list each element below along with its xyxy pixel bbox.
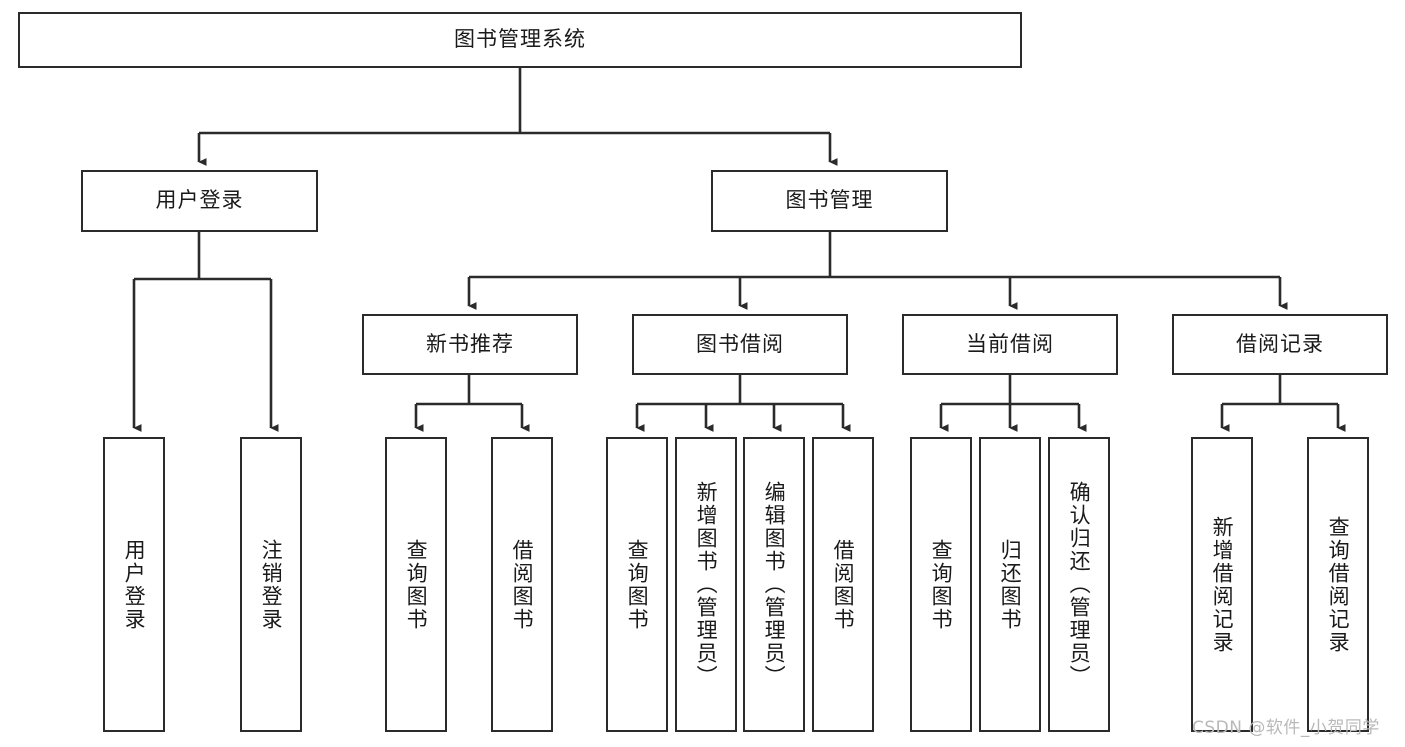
leaf-book-borrow-edit-label: 编辑图书（管理员） [762, 481, 787, 688]
node-new-book-recommend[interactable]: 新书推荐 [362, 314, 578, 375]
node-book-borrow-label: 图书借阅 [696, 331, 784, 356]
leaf-book-borrow-borrow[interactable]: 借阅图书 [812, 437, 874, 732]
leaf-borrow-record-add-label: 新增借阅记录 [1210, 515, 1235, 654]
leaf-current-borrow-return-label: 归还图书 [998, 538, 1023, 631]
leaf-book-borrow-borrow-label: 借阅图书 [831, 538, 856, 631]
leaf-user-login-login[interactable]: 用户登录 [103, 437, 165, 732]
node-user-login[interactable]: 用户登录 [81, 170, 318, 232]
leaf-book-borrow-add[interactable]: 新增图书（管理员） [675, 437, 737, 732]
node-current-borrow[interactable]: 当前借阅 [902, 314, 1118, 375]
leaf-book-borrow-query-label: 查询图书 [625, 538, 650, 631]
leaf-book-borrow-edit[interactable]: 编辑图书（管理员） [743, 437, 805, 732]
leaf-book-borrow-add-label: 新增图书（管理员） [694, 481, 719, 688]
node-root-label: 图书管理系统 [454, 27, 586, 52]
node-new-book-recommend-label: 新书推荐 [426, 331, 514, 356]
leaf-current-borrow-confirm[interactable]: 确认归还（管理员） [1048, 437, 1110, 732]
leaf-new-book-borrow[interactable]: 借阅图书 [491, 437, 553, 732]
node-root[interactable]: 图书管理系统 [18, 12, 1022, 68]
leaf-current-borrow-query-label: 查询图书 [929, 538, 954, 631]
leaf-book-borrow-query[interactable]: 查询图书 [606, 437, 668, 732]
leaf-current-borrow-return[interactable]: 归还图书 [979, 437, 1041, 732]
leaf-user-login-login-label: 用户登录 [122, 538, 147, 631]
leaf-current-borrow-query[interactable]: 查询图书 [910, 437, 972, 732]
leaf-new-book-query-label: 查询图书 [404, 538, 429, 631]
leaf-current-borrow-confirm-label: 确认归还（管理员） [1067, 481, 1092, 688]
node-book-manage[interactable]: 图书管理 [711, 170, 948, 232]
node-book-manage-label: 图书管理 [785, 188, 874, 213]
leaf-user-login-logout-label: 注销登录 [259, 538, 284, 631]
node-borrow-record-label: 借阅记录 [1236, 331, 1324, 356]
leaf-borrow-record-add[interactable]: 新增借阅记录 [1191, 437, 1253, 732]
node-user-login-label: 用户登录 [155, 188, 244, 213]
csdn-watermark: CSDN @软件_小贺同学 [1192, 718, 1380, 738]
node-current-borrow-label: 当前借阅 [966, 331, 1054, 356]
node-borrow-record[interactable]: 借阅记录 [1172, 314, 1388, 375]
leaf-user-login-logout[interactable]: 注销登录 [240, 437, 302, 732]
leaf-new-book-borrow-label: 借阅图书 [510, 538, 535, 631]
node-book-borrow[interactable]: 图书借阅 [632, 314, 848, 375]
leaf-borrow-record-query[interactable]: 查询借阅记录 [1307, 437, 1369, 732]
leaf-borrow-record-query-label: 查询借阅记录 [1326, 515, 1351, 654]
leaf-new-book-query[interactable]: 查询图书 [385, 437, 447, 732]
